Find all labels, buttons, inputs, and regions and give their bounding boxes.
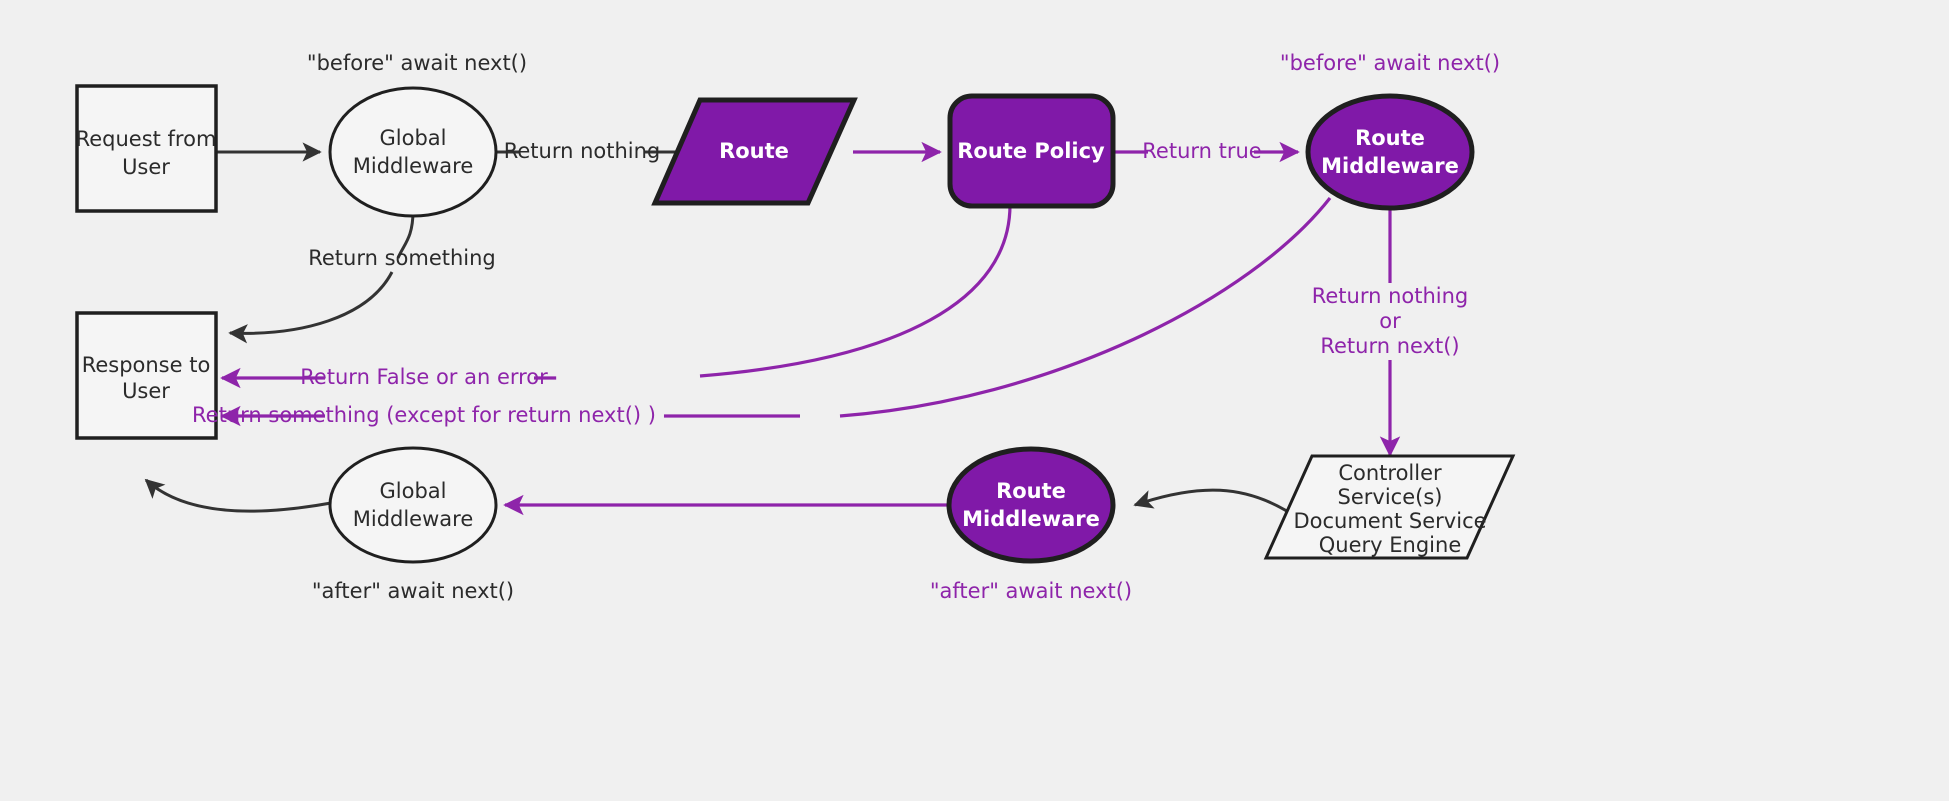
global-middleware-top-line1: Global: [380, 126, 447, 150]
edge-route-policy-to-response-curve: [699, 204, 1012, 378]
edge-label-return-false-or-error: Return False or an error: [300, 365, 548, 389]
annotation-after-route-middleware: "after" await next(): [930, 579, 1132, 603]
node-route-middleware-bottom[interactable]: Route Middleware: [946, 446, 1116, 564]
request-from-user-line1: Request from: [76, 127, 217, 151]
route-label: Route: [719, 139, 789, 163]
edge-label-return-nothing-or-next-line2: or: [1379, 309, 1401, 333]
response-to-user-line2: User: [122, 379, 170, 403]
annotation-before-global-middleware: "before" await next(): [307, 51, 527, 75]
global-middleware-bottom-line1: Global: [380, 479, 447, 503]
edge-controller-to-route-middleware-bottom: [1133, 488, 1291, 515]
route-policy-label: Route Policy: [957, 139, 1105, 163]
annotation-after-global-middleware: "after" await next(): [312, 579, 514, 603]
node-global-middleware-bottom[interactable]: Global Middleware: [328, 446, 498, 564]
controller-line3: Document Service: [1293, 509, 1486, 533]
node-response-to-user[interactable]: Response to User: [75, 311, 218, 440]
node-request-from-user[interactable]: Request from User: [75, 84, 218, 213]
node-route-policy[interactable]: Route Policy: [947, 93, 1116, 209]
edge-label-return-something-top: Return something: [308, 246, 496, 270]
edge-global-middleware-to-response-tail: [228, 271, 394, 344]
controller-line1: Controller: [1338, 461, 1442, 485]
controller-line2: Service(s): [1338, 485, 1443, 509]
global-middleware-bottom-line2: Middleware: [353, 507, 474, 531]
node-global-middleware-top[interactable]: Global Middleware: [328, 86, 498, 218]
node-route-middleware-top[interactable]: Route Middleware: [1305, 93, 1475, 211]
response-to-user-line1: Response to: [82, 353, 211, 377]
edge-label-return-nothing-top: Return nothing: [504, 139, 661, 163]
route-middleware-bottom-line2: Middleware: [962, 507, 1100, 531]
node-route[interactable]: Route: [651, 97, 858, 206]
edge-label-return-something-except: Return something (except for return next…: [192, 403, 656, 427]
route-middleware-bottom-line1: Route: [996, 479, 1066, 503]
node-controller-services[interactable]: Controller Service(s) Document Service Q…: [1263, 454, 1516, 560]
global-middleware-top-line2: Middleware: [353, 154, 474, 178]
edge-label-return-true: Return true: [1142, 139, 1261, 163]
route-middleware-top-line2: Middleware: [1321, 154, 1459, 178]
edge-label-return-nothing-or-next-line1: Return nothing: [1312, 284, 1469, 308]
request-from-user-line2: User: [122, 155, 170, 179]
controller-line4: Query Engine: [1319, 533, 1461, 557]
edge-label-return-nothing-or-next-line3: Return next(): [1320, 334, 1459, 358]
annotation-before-route-middleware: "before" await next(): [1280, 51, 1500, 75]
route-middleware-top-line1: Route: [1355, 126, 1425, 150]
edge-route-middleware-to-response-curve: [839, 197, 1332, 418]
edge-global-middleware-bottom-to-response: [144, 478, 332, 513]
